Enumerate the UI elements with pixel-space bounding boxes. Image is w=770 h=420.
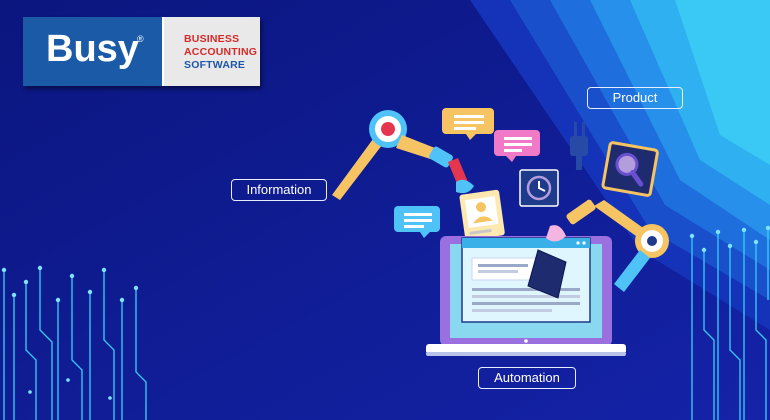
chat-bubble-icon xyxy=(394,206,440,238)
circuit-nodes-left xyxy=(1,265,139,400)
logo-tagline-line: SOFTWARE xyxy=(184,59,246,71)
information-label: Information xyxy=(231,179,327,201)
circuit-lines-left xyxy=(3,268,147,420)
logo-brand-text: Busy xyxy=(46,28,139,70)
circuit-nodes-right xyxy=(689,225,770,253)
chat-bubble-icon xyxy=(442,108,494,140)
logo-tagline-line: ACCOUNTING xyxy=(184,46,258,58)
product-label: Product xyxy=(587,87,683,109)
left-robot-arm xyxy=(332,110,474,200)
plug-icon xyxy=(570,122,588,170)
logo-tagline-panel: BUSINESS ACCOUNTING SOFTWARE xyxy=(164,17,260,86)
logo-brand-panel: Busy ® xyxy=(23,17,164,86)
logo-tagline-line: BUSINESS xyxy=(184,33,240,45)
laptop xyxy=(426,236,626,356)
right-robot-arm xyxy=(527,199,669,299)
id-card-icon xyxy=(459,189,505,241)
busy-logo: Busy ® BUSINESS ACCOUNTING SOFTWARE xyxy=(23,17,260,86)
chat-bubble-icon xyxy=(494,130,540,162)
circuit-lines-right xyxy=(691,228,769,420)
clock-icon xyxy=(519,169,559,207)
magnifier-icon xyxy=(601,141,659,197)
automation-label: Automation xyxy=(478,367,576,389)
logo-registered-mark: ® xyxy=(137,34,144,44)
